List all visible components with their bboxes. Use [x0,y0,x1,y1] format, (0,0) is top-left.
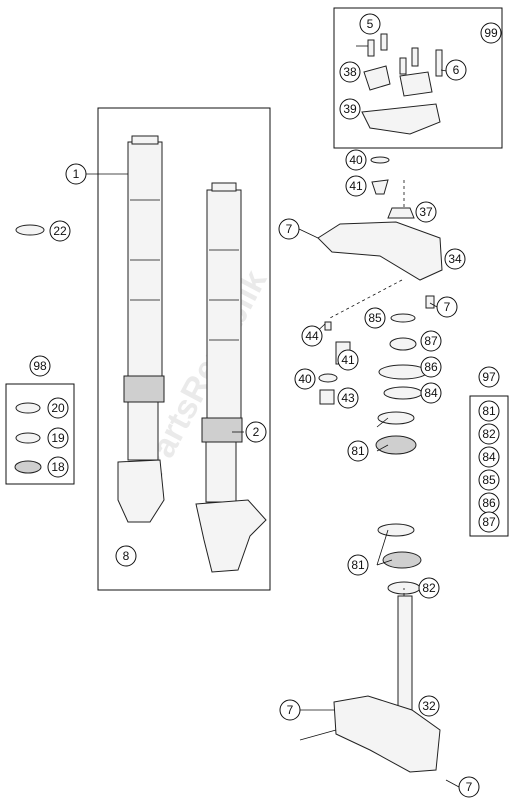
svg-text:87: 87 [424,334,438,348]
svg-text:41: 41 [349,179,363,193]
callout-82: 82 [418,577,440,599]
callout-41: 41 [337,349,359,371]
svg-text:82: 82 [482,427,496,441]
callout-86: 86 [420,356,442,378]
handlebar-clamp-hardware [361,33,443,135]
svg-text:86: 86 [424,360,438,374]
svg-text:7: 7 [444,300,451,314]
svg-text:37: 37 [419,205,433,219]
svg-text:6: 6 [453,63,460,77]
callout-2: 2 [245,421,267,443]
callout-19: 19 [47,427,69,449]
callout-40: 40 [294,368,316,390]
svg-text:32: 32 [422,699,436,713]
kit-97-frame [469,395,509,537]
callout-39: 39 [339,98,361,120]
svg-text:39: 39 [343,102,357,116]
callout-7: 7 [436,296,458,318]
svg-text:97: 97 [482,370,496,384]
callout-18: 18 [47,456,69,478]
callout-8: 8 [115,545,137,567]
callout-87: 87 [420,330,442,352]
svg-text:84: 84 [424,386,438,400]
kit-97-item: 84 [478,446,500,468]
callout-85: 85 [364,307,386,329]
ring-22 [15,224,45,236]
svg-text:34: 34 [448,252,462,266]
leader-lines [86,45,460,788]
svg-text:84: 84 [482,450,496,464]
svg-text:18: 18 [51,460,65,474]
svg-text:81: 81 [351,558,365,572]
svg-text:44: 44 [305,329,319,343]
clamp-kit-frame [333,7,503,149]
callout-7: 7 [278,218,300,240]
fork-leg-left [117,135,165,523]
svg-text:99: 99 [484,26,498,40]
callout-43: 43 [337,387,359,409]
kit-97-item: 87 [478,511,500,533]
callout-81: 81 [347,440,369,462]
svg-text:43: 43 [341,391,355,405]
svg-text:7: 7 [466,780,473,794]
callout-38: 38 [339,61,361,83]
callout-97: 97 [478,366,500,388]
svg-text:87: 87 [482,515,496,529]
kit-97-item: 86 [478,492,500,514]
callout-6: 6 [445,59,467,81]
kit-97-item: 82 [478,423,500,445]
svg-text:1: 1 [73,167,80,181]
svg-text:41: 41 [341,353,355,367]
svg-text:85: 85 [482,473,496,487]
callout-41: 41 [345,175,367,197]
callouts: 1 2 5 6 7 7 7 7 8 18 19 20 22 32 34 37 3… [29,13,502,798]
callout-5: 5 [359,13,381,35]
fork-leg-right [195,182,267,573]
callout-37: 37 [415,201,437,223]
callout-20: 20 [47,397,69,419]
callout-84: 84 [420,382,442,404]
svg-text:7: 7 [286,222,293,236]
svg-text:5: 5 [367,17,374,31]
steering-head-parts [317,156,443,773]
svg-text:2: 2 [253,425,260,439]
seal-rings [14,402,42,474]
svg-text:40: 40 [298,372,312,386]
callout-7: 7 [458,776,480,798]
callout-40: 40 [345,149,367,171]
svg-text:20: 20 [51,401,65,415]
kit-98-frame [5,383,75,485]
kit-97-list: 81 82 84 85 86 87 [478,400,500,533]
svg-text:85: 85 [368,311,382,325]
callout-99: 99 [480,22,502,44]
callout-98: 98 [29,355,51,377]
callout-1: 1 [65,163,87,185]
svg-text:19: 19 [51,431,65,445]
svg-text:8: 8 [123,549,130,563]
svg-text:40: 40 [349,153,363,167]
svg-text:81: 81 [482,404,496,418]
svg-text:82: 82 [422,581,436,595]
svg-text:86: 86 [482,496,496,510]
callout-32: 32 [418,695,440,717]
callout-44: 44 [301,325,323,347]
kit-97-item: 81 [478,400,500,422]
kit-97-item: 85 [478,469,500,491]
svg-text:7: 7 [287,703,294,717]
svg-text:38: 38 [343,65,357,79]
svg-text:98: 98 [33,359,47,373]
svg-text:22: 22 [53,224,67,238]
callout-34: 34 [444,248,466,270]
fork-leg-frame [97,107,271,591]
callout-81: 81 [347,554,369,576]
callout-7: 7 [279,699,301,721]
svg-text:81: 81 [351,444,365,458]
callout-22: 22 [49,220,71,242]
